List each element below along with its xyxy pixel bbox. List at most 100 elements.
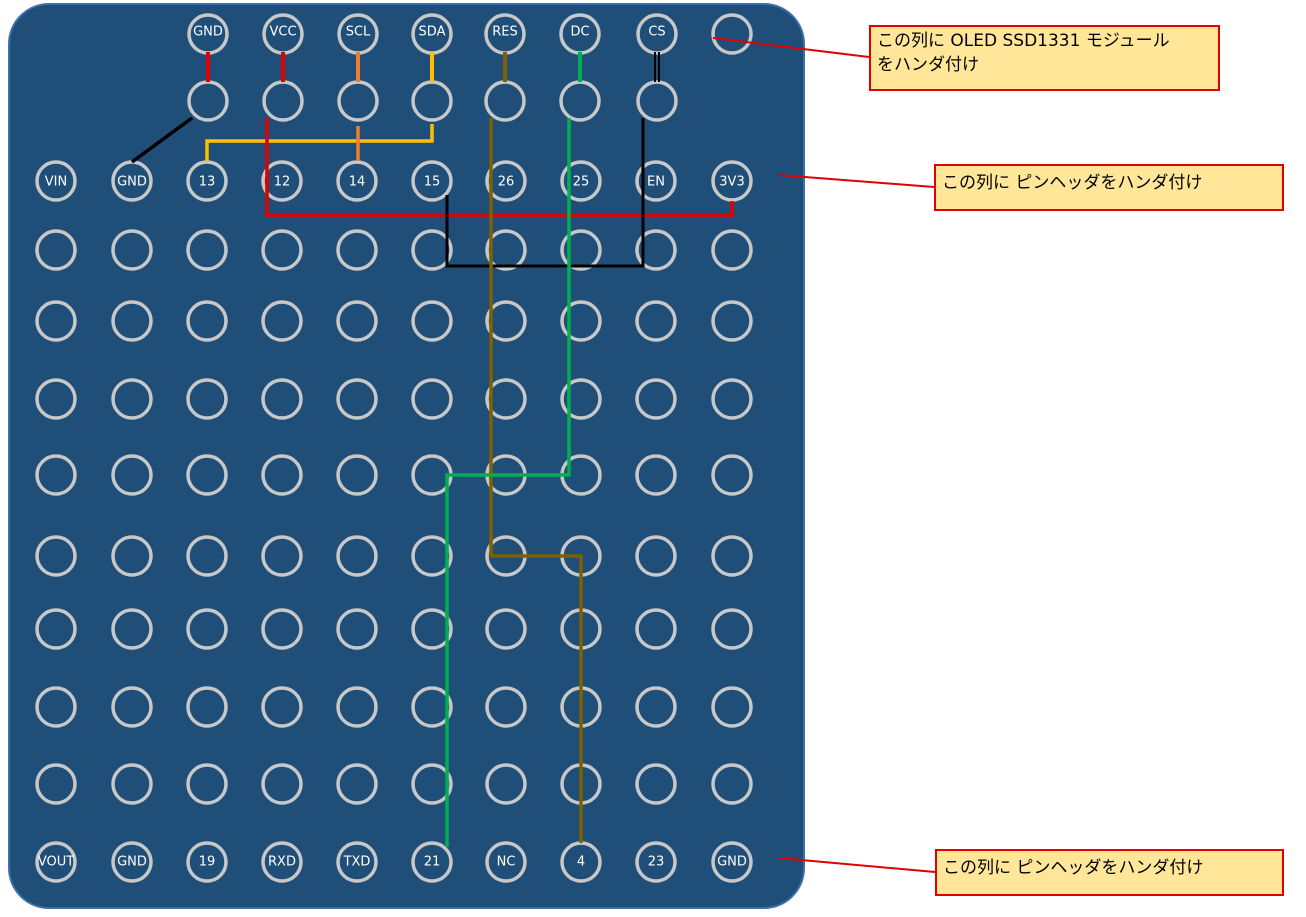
header-pin-label: GND xyxy=(117,855,147,870)
grid-hole xyxy=(35,686,77,728)
hole-grid xyxy=(35,13,753,883)
grid-hole xyxy=(485,378,527,420)
header-pin-label: 25 xyxy=(573,175,590,190)
grid-hole xyxy=(711,763,753,805)
grid-hole xyxy=(111,763,153,805)
oled-pin-label: SDA xyxy=(419,25,446,40)
bottom-note-pointer xyxy=(778,857,936,873)
grid-hole xyxy=(35,300,77,342)
grid-hole xyxy=(411,686,453,728)
grid-hole xyxy=(635,763,677,805)
grid-hole xyxy=(35,378,77,420)
oled-pad-hole xyxy=(636,80,678,122)
grid-hole xyxy=(560,229,602,271)
header-pin-label: EN xyxy=(647,175,665,190)
header-pin-label: 12 xyxy=(274,175,291,190)
grid-hole xyxy=(261,841,303,883)
grid-hole xyxy=(485,229,527,271)
header-pin-label: 19 xyxy=(199,855,216,870)
grid-hole xyxy=(635,686,677,728)
grid-hole xyxy=(711,378,753,420)
header-pin-label: 15 xyxy=(424,175,441,190)
grid-hole xyxy=(635,841,677,883)
grid-hole xyxy=(186,160,228,202)
grid-hole xyxy=(485,160,527,202)
grid-hole xyxy=(35,535,77,577)
header-pin-label: GND xyxy=(117,175,147,190)
oled-note-line-1: この列に OLED SSD1331 モジュール xyxy=(877,31,1170,51)
grid-hole xyxy=(711,841,753,883)
grid-hole xyxy=(35,454,77,496)
grid-hole xyxy=(186,378,228,420)
grid-hole xyxy=(186,608,228,650)
oled-module-note: この列に OLED SSD1331 モジュール をハンダ付け xyxy=(869,25,1220,91)
header-pin-label: 3V3 xyxy=(719,175,744,190)
header-pin-label: TXD xyxy=(343,855,371,870)
grid-hole xyxy=(560,160,602,202)
grid-hole xyxy=(261,763,303,805)
grid-hole xyxy=(261,229,303,271)
grid-hole xyxy=(560,300,602,342)
grid-hole xyxy=(111,535,153,577)
grid-hole xyxy=(560,378,602,420)
grid-hole xyxy=(186,841,228,883)
oled-pin-hole xyxy=(636,13,678,55)
grid-hole xyxy=(711,160,753,202)
grid-hole xyxy=(336,841,378,883)
grid-hole xyxy=(635,300,677,342)
grid-hole xyxy=(711,686,753,728)
grid-hole xyxy=(336,160,378,202)
grid-hole xyxy=(635,229,677,271)
dc-wire xyxy=(445,118,571,847)
oled-pin-label: DC xyxy=(570,25,589,40)
grid-hole xyxy=(711,300,753,342)
grid-hole xyxy=(635,608,677,650)
grid-hole xyxy=(635,535,677,577)
grid-hole xyxy=(111,300,153,342)
oled-note-pointer xyxy=(712,37,870,58)
top-header-note-text: この列に ピンヘッダをハンダ付け xyxy=(942,173,1203,193)
header-pin-label: VIN xyxy=(45,175,67,190)
grid-hole xyxy=(111,608,153,650)
grid-hole xyxy=(411,378,453,420)
oled-note-line-2: をハンダ付け xyxy=(877,55,979,75)
grid-hole xyxy=(485,300,527,342)
grid-hole xyxy=(186,686,228,728)
grid-hole xyxy=(336,300,378,342)
bottom-header-note: この列に ピンヘッダをハンダ付け xyxy=(935,849,1284,896)
grid-hole xyxy=(411,535,453,577)
grid-hole xyxy=(111,686,153,728)
grid-hole xyxy=(186,300,228,342)
header-pin-label: 13 xyxy=(199,175,216,190)
grid-hole xyxy=(485,763,527,805)
grid-hole xyxy=(35,608,77,650)
header-pin-label: VOUT xyxy=(38,855,74,870)
oled-pin-label: CS xyxy=(648,25,665,40)
grid-hole xyxy=(261,608,303,650)
oled-pin-label: RES xyxy=(492,25,518,40)
grid-hole xyxy=(411,160,453,202)
pointer-lines xyxy=(712,37,936,873)
grid-hole xyxy=(186,763,228,805)
grid-hole xyxy=(485,608,527,650)
grid-hole xyxy=(261,686,303,728)
grid-hole xyxy=(336,608,378,650)
grid-hole xyxy=(186,535,228,577)
grid-hole xyxy=(336,378,378,420)
grid-hole xyxy=(336,763,378,805)
grid-hole xyxy=(411,229,453,271)
grid-hole xyxy=(261,378,303,420)
grid-hole xyxy=(711,229,753,271)
grid-hole xyxy=(186,229,228,271)
cs-wire-outer xyxy=(445,118,645,268)
grid-hole xyxy=(711,454,753,496)
gnd-wire xyxy=(130,116,194,164)
grid-hole xyxy=(336,686,378,728)
header-pin-label: 21 xyxy=(424,855,441,870)
grid-hole xyxy=(261,454,303,496)
grid-hole xyxy=(635,454,677,496)
grid-hole xyxy=(411,608,453,650)
